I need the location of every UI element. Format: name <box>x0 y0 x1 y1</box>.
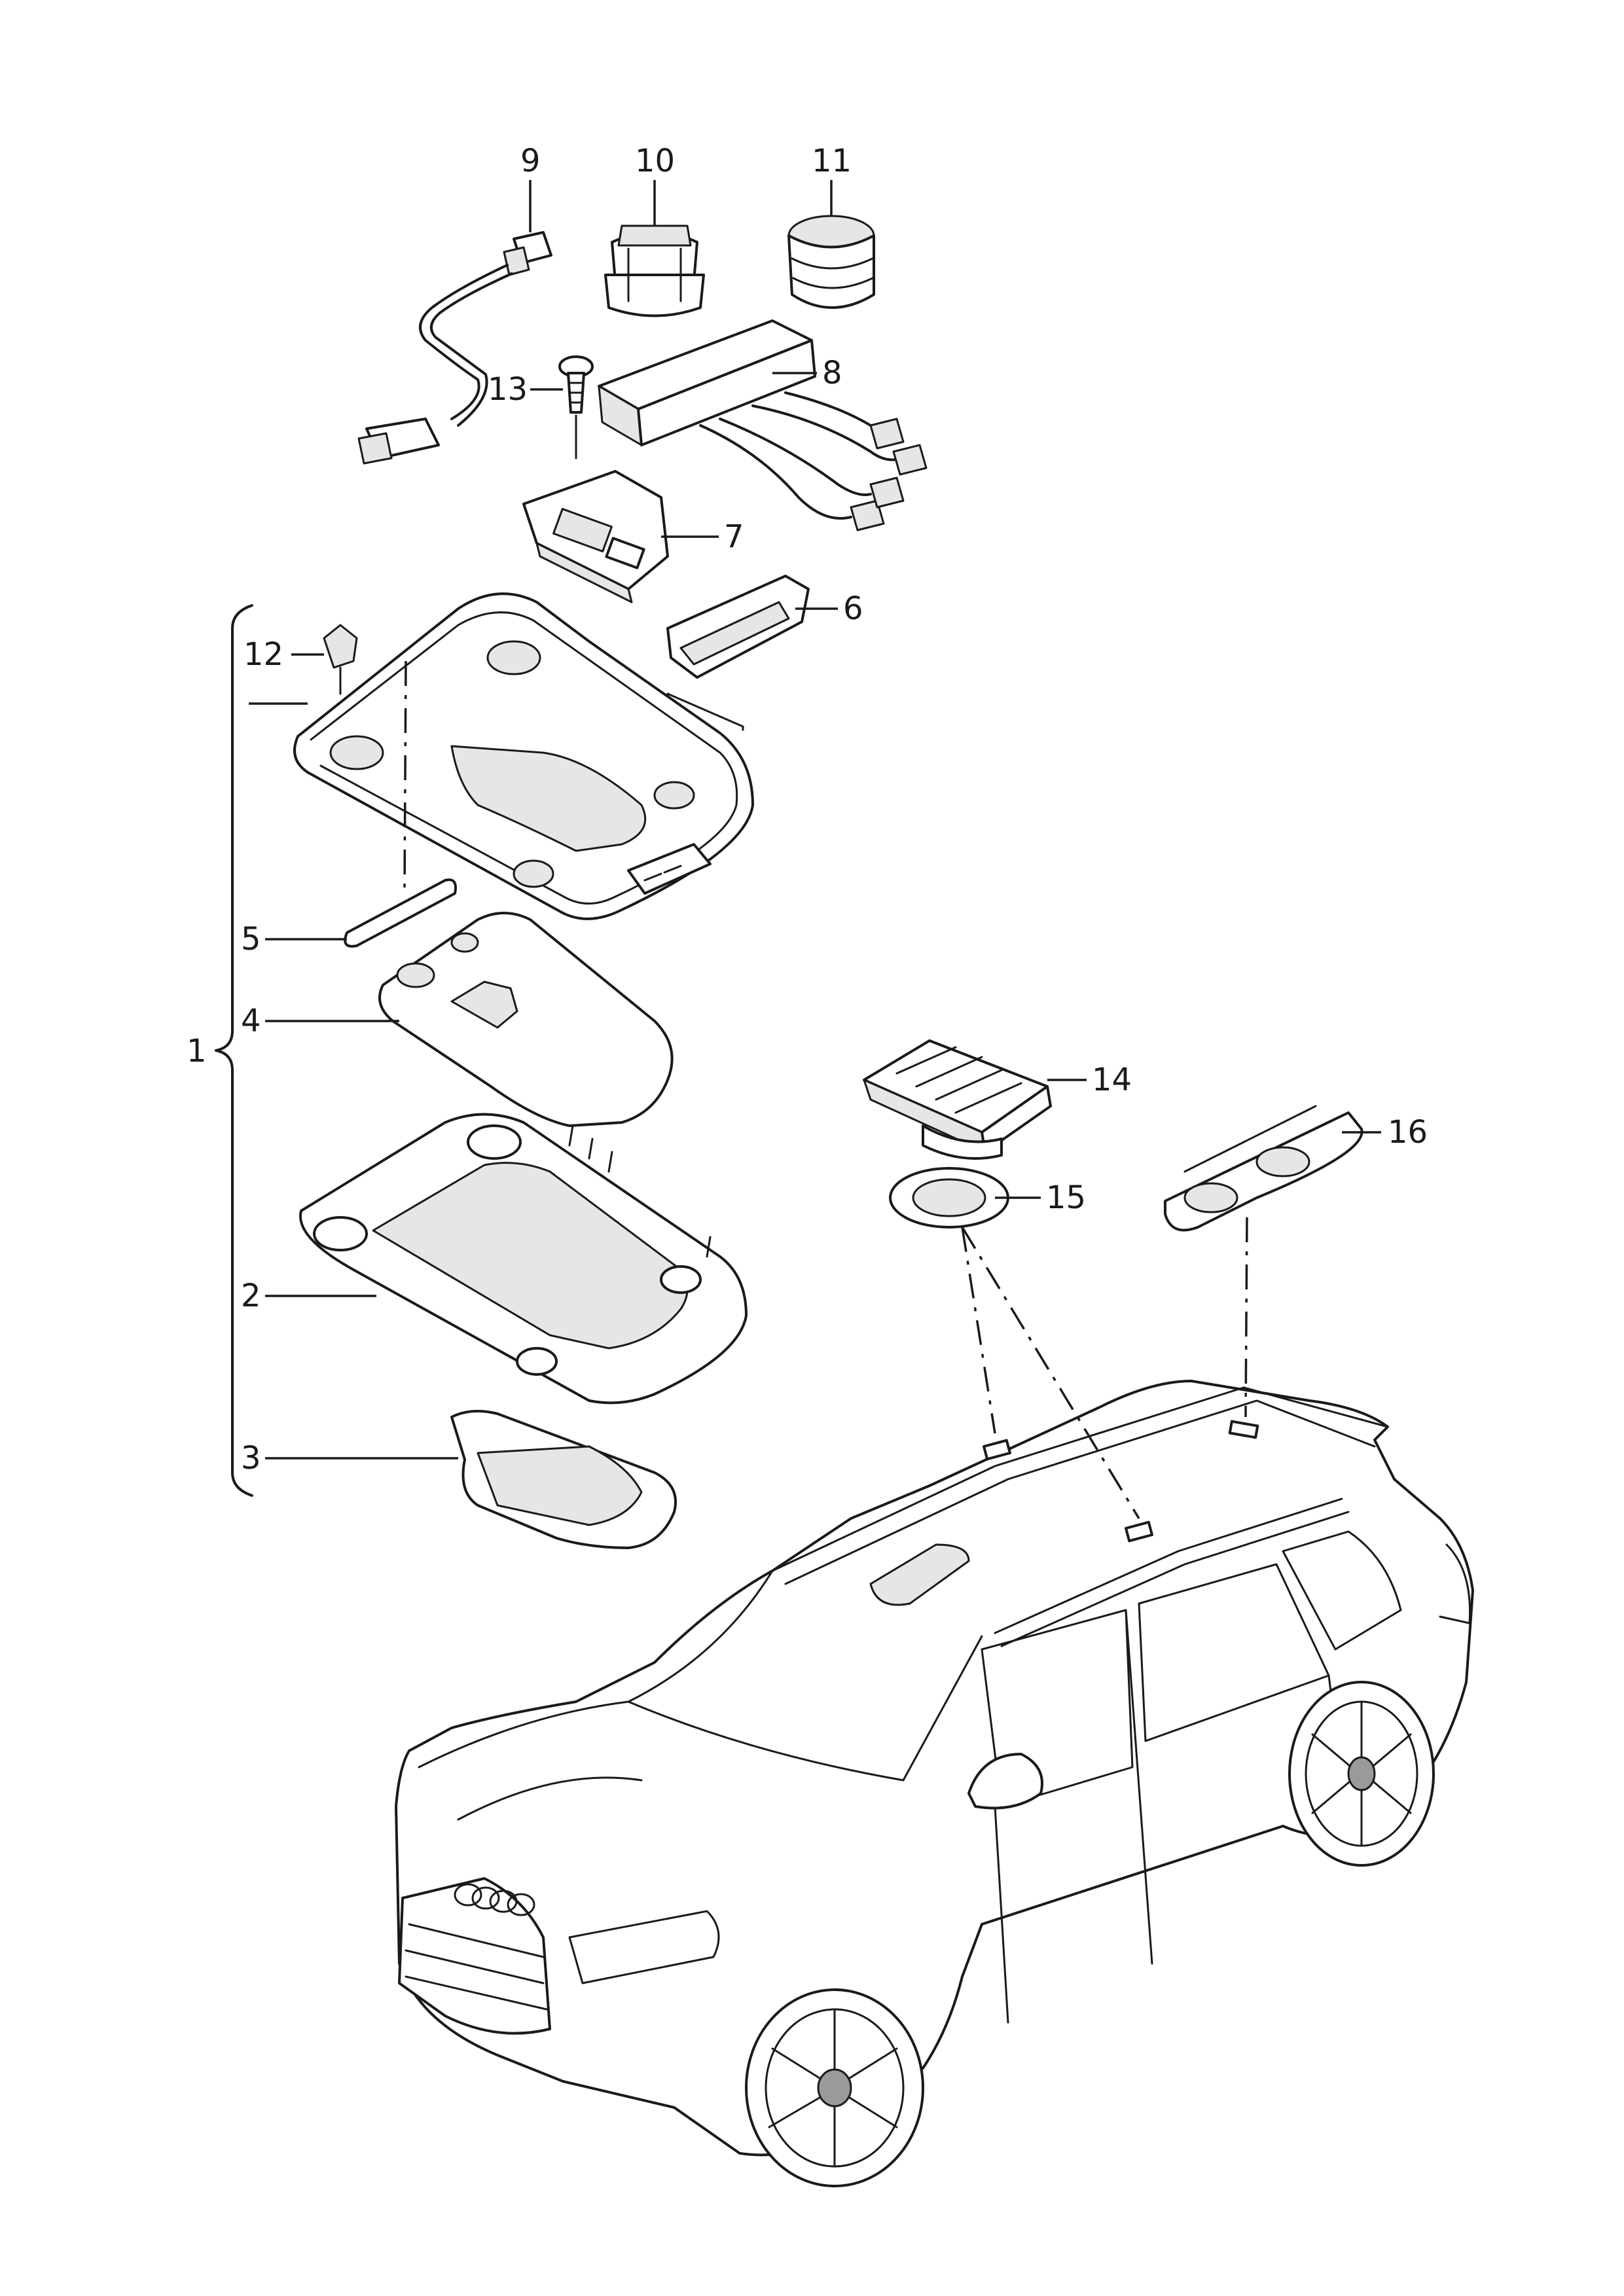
callout-9: 9 <box>520 143 541 179</box>
part-12-clip <box>291 624 358 695</box>
callout-11: 11 <box>812 143 852 179</box>
rear-wheel <box>1288 1681 1435 1867</box>
callout-6: 6 <box>843 590 863 627</box>
callout-7: 7 <box>724 518 744 555</box>
vehicle-outline <box>395 1380 1474 2187</box>
guide-line-5 <box>403 660 407 891</box>
guide-line-15b <box>961 1227 1140 1519</box>
part-6-lamp-unit <box>666 575 838 731</box>
part-5-lens-strip <box>265 878 457 948</box>
callout-1: 1 <box>187 1033 207 1069</box>
callout-8: 8 <box>822 355 842 391</box>
part-9-wiring-harness <box>357 180 552 465</box>
part-3-sunglass-holder <box>265 1410 677 1549</box>
callout-4: 4 <box>241 1003 261 1039</box>
part-15-bezel-ring <box>889 1167 1041 1229</box>
callout-labels: 1 2 3 4 5 6 7 8 9 10 11 12 13 14 15 16 <box>187 143 1428 1477</box>
part-10-switch <box>604 180 705 317</box>
part-16-rear-reading-light <box>1164 1105 1381 1418</box>
callout-2: 2 <box>241 1278 261 1314</box>
part-14-lamp-module <box>863 1039 1087 1160</box>
badge-rings <box>454 1883 535 1916</box>
callout-16: 16 <box>1388 1114 1428 1151</box>
part-11-button-cap <box>787 180 875 309</box>
roof-console-housing <box>249 592 754 920</box>
part-8-control-module <box>598 319 928 531</box>
callout-10: 10 <box>635 143 675 179</box>
callout-3: 3 <box>241 1440 261 1477</box>
assembly-1-bracket <box>215 604 253 1497</box>
callout-12: 12 <box>244 636 283 673</box>
part-13-screw <box>530 355 594 459</box>
guide-line-15a <box>961 1227 996 1434</box>
callout-5: 5 <box>241 921 261 958</box>
part-7-module-holder <box>522 470 719 603</box>
part-2-frame <box>265 1113 748 1405</box>
part-4-trim-panel <box>265 912 674 1127</box>
front-wheel <box>745 1988 924 2187</box>
callout-15: 15 <box>1046 1179 1086 1216</box>
callout-14: 14 <box>1092 1062 1132 1098</box>
callout-13: 13 <box>488 371 528 408</box>
